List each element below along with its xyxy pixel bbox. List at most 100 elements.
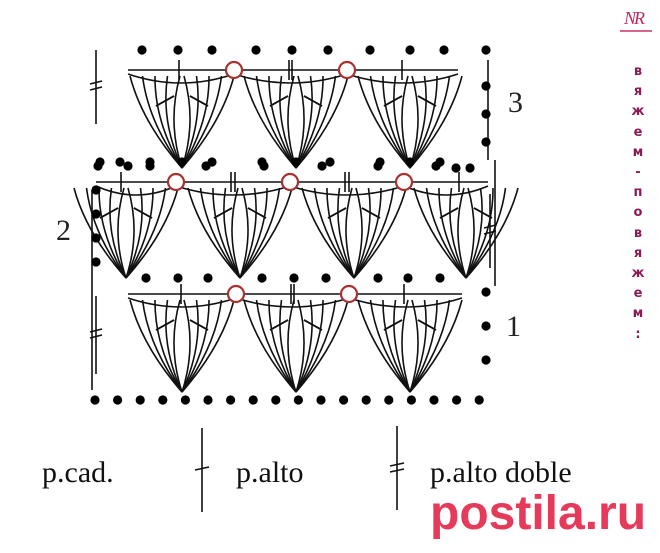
fan-stitch bbox=[125, 187, 154, 279]
stitch-tick bbox=[417, 319, 437, 331]
fan-stitch bbox=[393, 75, 411, 169]
legend-label-treble: p.alto bbox=[236, 456, 304, 489]
chain-dot bbox=[137, 45, 147, 55]
chain-dot bbox=[451, 163, 461, 173]
chain-dot bbox=[158, 395, 168, 405]
fan-stitch bbox=[465, 187, 483, 279]
double-treble-stitch-icon bbox=[389, 426, 405, 510]
fan-stitch bbox=[85, 187, 127, 279]
chain-dot bbox=[384, 395, 394, 405]
chain-dot bbox=[323, 45, 333, 55]
chain-dot bbox=[452, 395, 462, 405]
fan-stitch bbox=[268, 75, 297, 169]
stitch-tick bbox=[189, 319, 209, 331]
chain-dot bbox=[481, 321, 491, 331]
chain-dot bbox=[406, 395, 416, 405]
chain-dot bbox=[91, 209, 101, 219]
chain-dot bbox=[439, 45, 449, 55]
chain-dot bbox=[474, 395, 484, 405]
fan-stitch bbox=[287, 299, 297, 393]
side-post-tick bbox=[483, 224, 497, 229]
chain-dot bbox=[405, 45, 415, 55]
fan-stitch bbox=[181, 299, 199, 393]
fan-stitch bbox=[301, 187, 355, 279]
legend: p.cad. p.alto p.alto doble bbox=[42, 426, 572, 512]
fan-stitch bbox=[401, 299, 411, 393]
chain-dot bbox=[207, 157, 217, 167]
chain-dot bbox=[373, 273, 383, 283]
fan-stitch bbox=[465, 187, 519, 279]
chain-dot bbox=[481, 137, 491, 147]
chain-dot bbox=[123, 161, 133, 171]
fan-stitch bbox=[255, 75, 297, 169]
chain-dot bbox=[141, 273, 151, 283]
fan-stitch bbox=[181, 299, 210, 393]
fan-stitch bbox=[465, 187, 507, 279]
fan-stitch bbox=[117, 187, 127, 279]
fan-stitch bbox=[181, 75, 235, 169]
fan-stitch bbox=[382, 75, 411, 169]
chain-dot bbox=[207, 45, 217, 55]
chain-dot bbox=[91, 185, 101, 195]
vertical-letter: в bbox=[633, 64, 643, 79]
chain-dot bbox=[257, 157, 267, 167]
vertical-letter: ж bbox=[631, 104, 645, 120]
fan-stitch bbox=[125, 187, 143, 279]
chain-dot bbox=[435, 157, 445, 167]
chain-dot bbox=[91, 257, 101, 267]
fan-stitch bbox=[409, 75, 463, 169]
fan-stitch bbox=[295, 299, 349, 393]
chain-dot bbox=[289, 273, 299, 283]
chain-dot bbox=[403, 273, 413, 283]
chain-dot bbox=[203, 395, 213, 405]
fan-stitch bbox=[409, 75, 427, 169]
fan-stitch bbox=[154, 299, 183, 393]
stitch-tick bbox=[133, 207, 153, 219]
chain-dot bbox=[316, 395, 326, 405]
stitch-tick bbox=[383, 319, 403, 331]
treble-stitch-icon bbox=[194, 428, 210, 512]
fan-stitch bbox=[295, 75, 349, 169]
chain-dot bbox=[293, 395, 303, 405]
vertical-letter: я bbox=[633, 245, 643, 261]
fan-stitch bbox=[457, 187, 467, 279]
fan-stitch bbox=[353, 187, 407, 279]
vertical-letter: е bbox=[633, 124, 643, 140]
join-ring bbox=[166, 172, 186, 192]
stitch-tick bbox=[439, 207, 459, 219]
fan-stitch bbox=[295, 299, 313, 393]
chain-dot bbox=[113, 395, 123, 405]
vertical-letter: о bbox=[633, 205, 643, 221]
fan-stitch bbox=[409, 299, 463, 393]
chain-dot bbox=[481, 45, 491, 55]
logo-mark: NR bbox=[624, 8, 645, 28]
fan-stitch bbox=[239, 187, 257, 279]
stitch-tick bbox=[473, 207, 493, 219]
fan-stitch bbox=[438, 187, 467, 279]
chain-dots bbox=[90, 45, 491, 405]
stitch-tick bbox=[155, 319, 175, 331]
fan-stitch bbox=[231, 187, 241, 279]
fan-stitch bbox=[73, 187, 127, 279]
fan-stitch bbox=[165, 75, 183, 169]
chain-arc bbox=[175, 185, 291, 196]
chain-dot bbox=[173, 273, 183, 283]
chain-dot bbox=[145, 157, 155, 167]
fan-stitch bbox=[425, 187, 467, 279]
join-ring bbox=[226, 284, 246, 304]
fan-stitch bbox=[243, 299, 297, 393]
fan-stitch bbox=[337, 187, 355, 279]
chain-dot bbox=[481, 109, 491, 119]
chain-arc bbox=[403, 185, 489, 196]
vertical-letter: м bbox=[632, 306, 644, 322]
fan-stitch bbox=[409, 299, 427, 393]
fan-stitch bbox=[181, 75, 210, 169]
stitch-tick bbox=[247, 207, 267, 219]
fan-stitch bbox=[268, 299, 297, 393]
fan-stitch bbox=[413, 187, 467, 279]
fan-stitch bbox=[295, 299, 324, 393]
row-label-1: 1 bbox=[506, 310, 521, 343]
fan-stitch bbox=[109, 187, 127, 279]
fan-stitch bbox=[353, 187, 395, 279]
fan-stitch bbox=[345, 187, 355, 279]
